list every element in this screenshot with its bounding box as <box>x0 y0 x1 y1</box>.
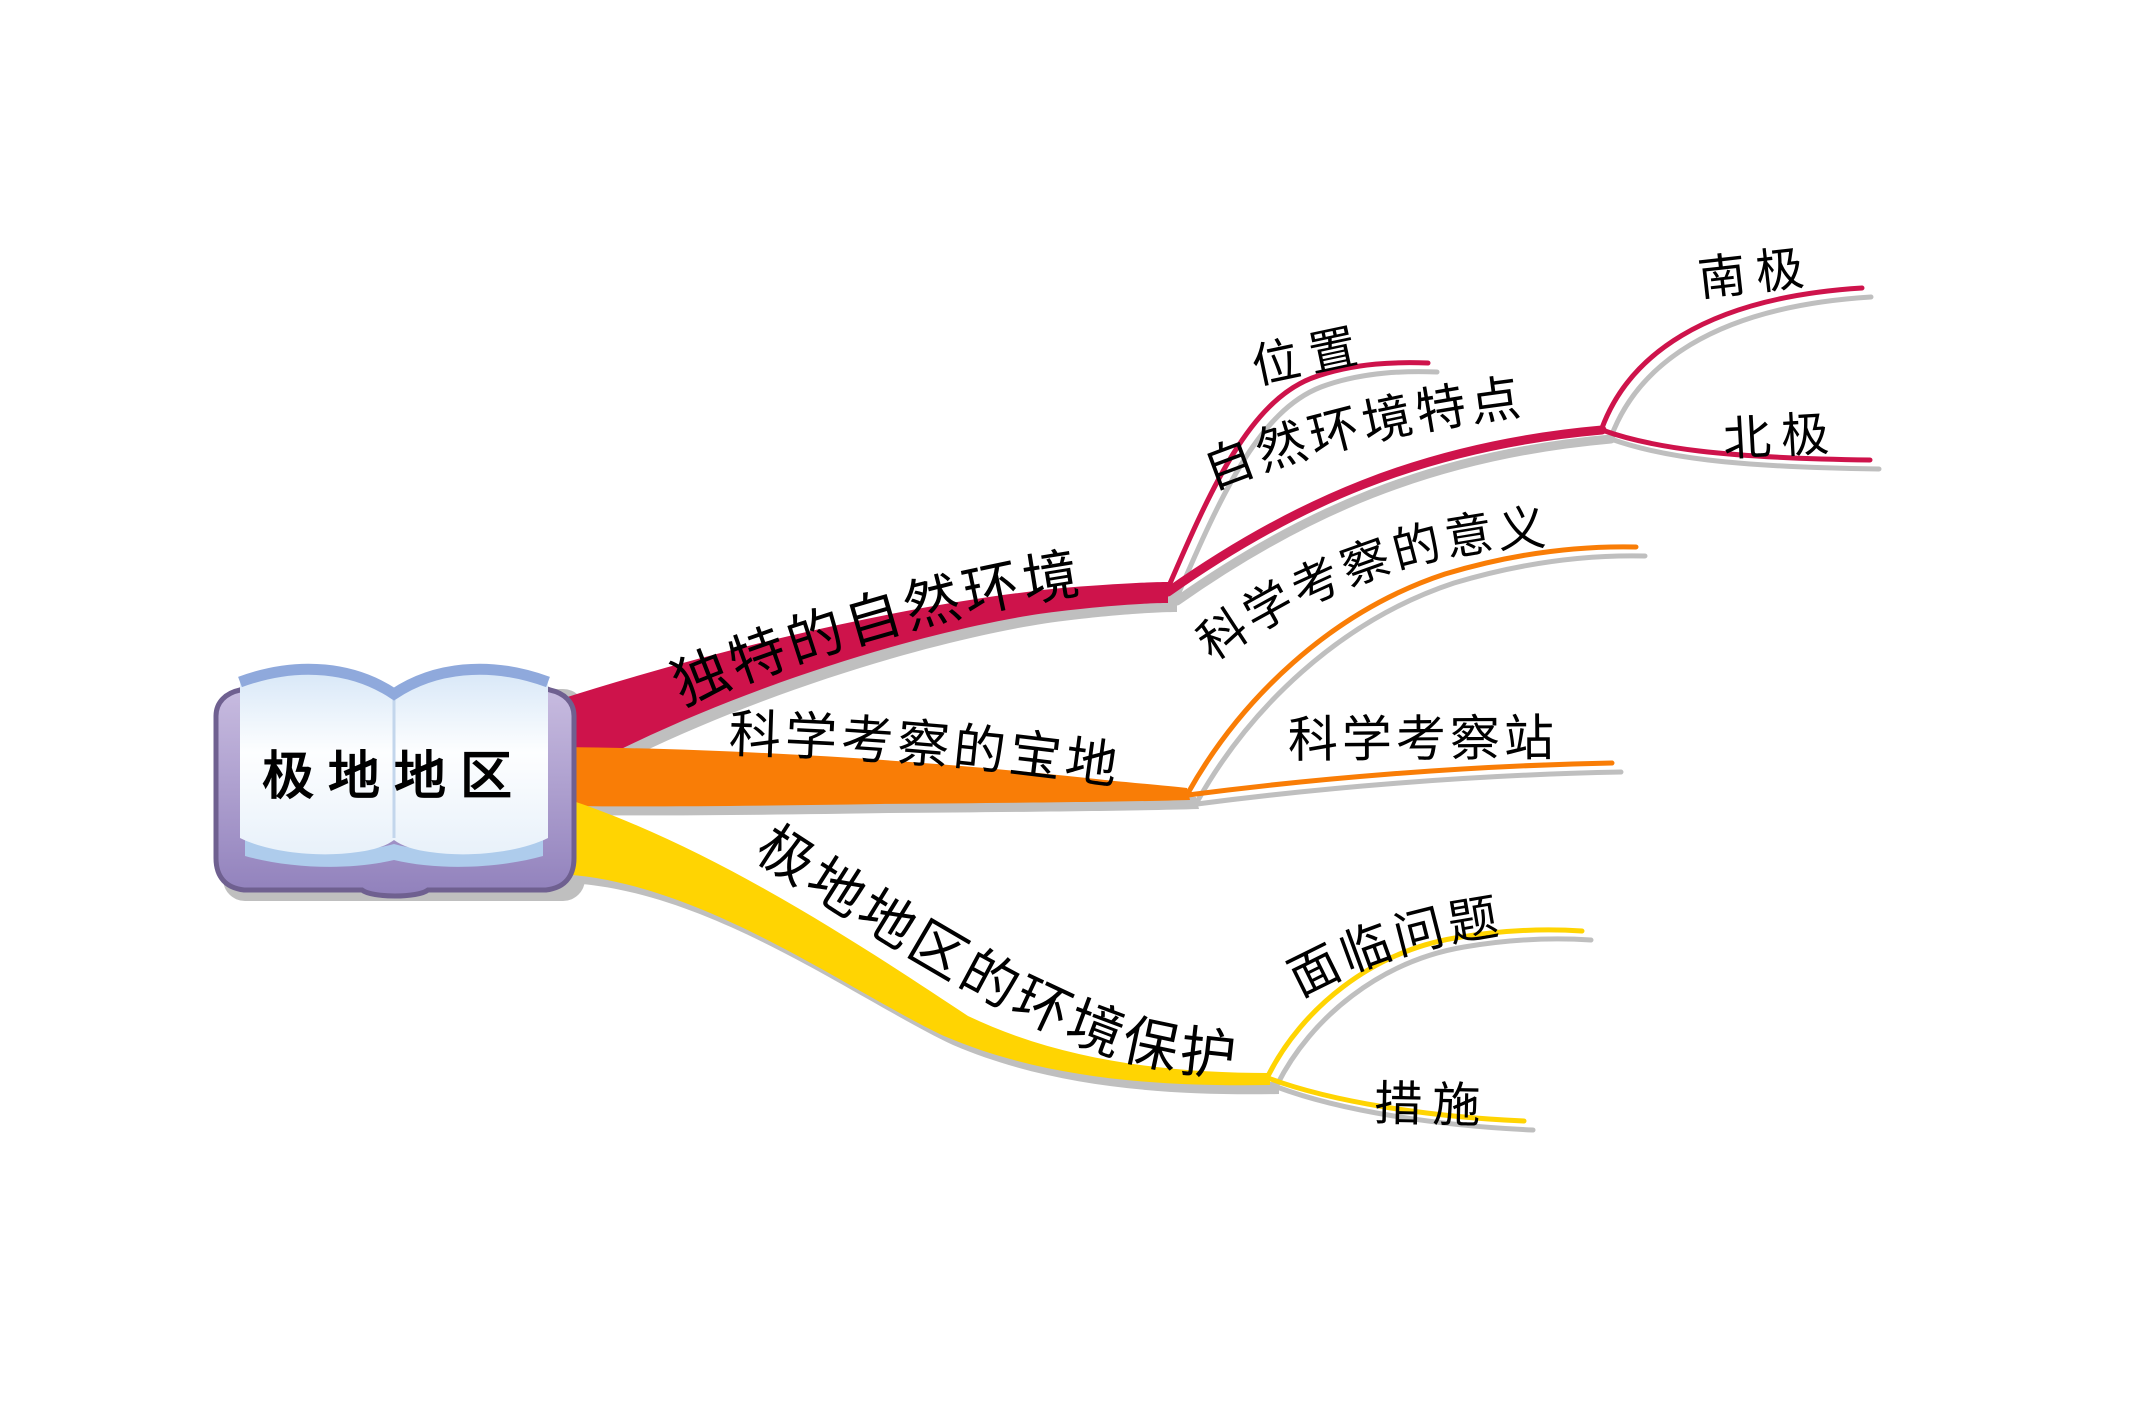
label-unique-nature[interactable]: 独特的自然环境 <box>664 543 1087 717</box>
label-measures[interactable]: 措施 <box>1374 1078 1491 1133</box>
line-south-pole <box>1602 288 1862 428</box>
label-problems[interactable]: 面临问题 <box>1280 888 1507 1007</box>
book-page-stack-edge <box>245 838 543 867</box>
line-stations <box>1188 763 1612 795</box>
label-north-pole[interactable]: 北极 <box>1722 408 1841 467</box>
root-node[interactable]: 极地地区 <box>213 663 577 899</box>
root-label[interactable]: 极地地区 <box>262 748 526 806</box>
branch-layer <box>558 288 1870 1121</box>
label-layer: 独特的自然环境 位置 自然环境特点 南极 北极 科学考察的宝地 科学考察的意义 … <box>664 241 1841 1133</box>
label-south-pole[interactable]: 南极 <box>1695 241 1816 307</box>
open-book-icon <box>213 663 577 899</box>
book-top-edge <box>238 663 550 701</box>
label-location[interactable]: 位置 <box>1247 319 1372 395</box>
label-significance[interactable]: 科学考察的意义 <box>1189 502 1552 671</box>
label-stations[interactable]: 科学考察站 <box>1288 710 1558 768</box>
